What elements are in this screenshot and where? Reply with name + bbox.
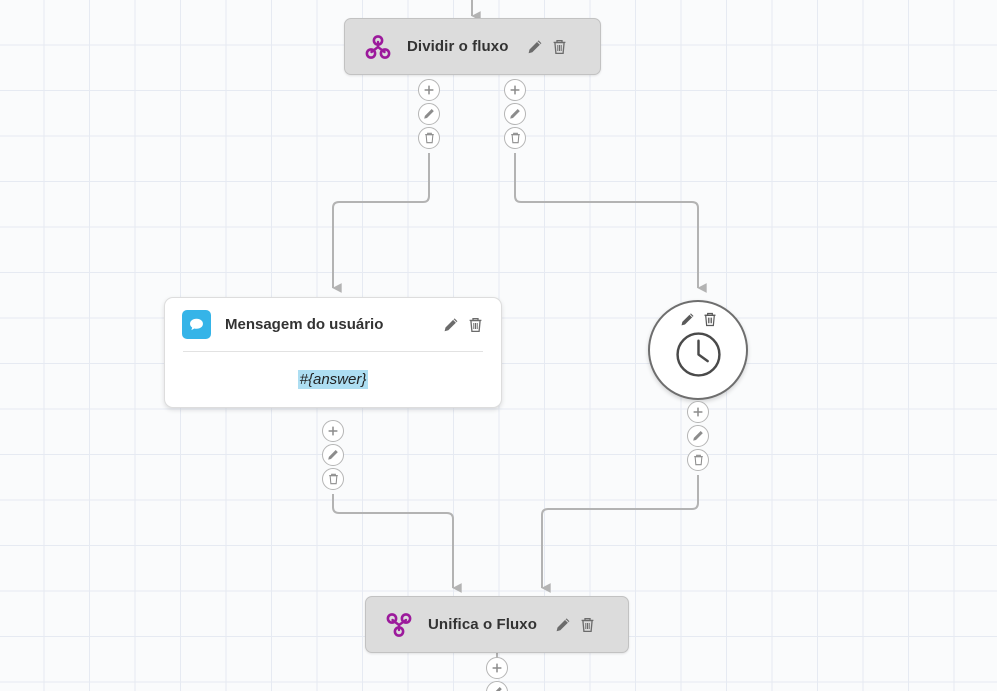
edge-split-to-delay (514, 153, 707, 293)
pencil-icon[interactable] (680, 312, 695, 327)
trash-icon[interactable] (580, 617, 595, 633)
plus-icon[interactable] (504, 79, 526, 101)
pencil-icon[interactable] (322, 444, 344, 466)
node-delay[interactable] (648, 300, 748, 400)
node-title: Dividir o fluxo (407, 38, 509, 55)
card-divider (183, 351, 483, 352)
trash-icon[interactable] (552, 39, 567, 55)
chat-bubble-icon (182, 310, 211, 339)
card-body: #{answer} (165, 352, 501, 407)
variable-token[interactable]: #{answer} (297, 370, 369, 389)
connector-buttons-user-message[interactable] (322, 420, 344, 490)
pencil-icon[interactable] (504, 103, 526, 125)
edge-delay-to-merge (541, 475, 699, 593)
node-mensagem-do-usuario[interactable]: Mensagem do usuário (164, 297, 502, 408)
trash-icon[interactable] (418, 127, 440, 149)
clock-icon (674, 330, 723, 384)
pencil-icon[interactable] (687, 425, 709, 447)
node-toolbar (527, 39, 567, 55)
card-header: Mensagem do usuário (165, 298, 501, 351)
trash-icon[interactable] (687, 449, 709, 471)
connector-buttons-merge[interactable] (486, 657, 508, 691)
node-toolbar (555, 617, 595, 633)
pencil-icon[interactable] (555, 617, 571, 633)
trash-icon[interactable] (703, 312, 717, 327)
node-title: Mensagem do usuário (225, 316, 384, 333)
plus-icon[interactable] (486, 657, 508, 679)
pencil-icon[interactable] (443, 317, 459, 333)
trash-icon[interactable] (468, 317, 483, 333)
connector-buttons-split-left[interactable] (418, 79, 440, 149)
pencil-icon[interactable] (418, 103, 440, 125)
plus-icon[interactable] (687, 401, 709, 423)
connector-buttons-split-right[interactable] (504, 79, 526, 149)
node-dividir-o-fluxo[interactable]: Dividir o fluxo (344, 18, 601, 75)
trash-icon[interactable] (322, 468, 344, 490)
split-icon (363, 32, 393, 62)
connector-buttons-delay[interactable] (687, 401, 709, 471)
node-toolbar (443, 317, 483, 333)
node-toolbar (680, 312, 717, 327)
pencil-icon[interactable] (527, 39, 543, 55)
node-unifica-o-fluxo[interactable]: Unifica o Fluxo (365, 596, 629, 653)
plus-icon[interactable] (322, 420, 344, 442)
pencil-icon[interactable] (486, 681, 508, 691)
node-title: Unifica o Fluxo (428, 616, 538, 633)
edge-split-to-user-message (332, 153, 430, 293)
merge-icon (384, 610, 414, 640)
plus-icon[interactable] (418, 79, 440, 101)
trash-icon[interactable] (504, 127, 526, 149)
edge-user-message-to-merge (332, 494, 462, 593)
